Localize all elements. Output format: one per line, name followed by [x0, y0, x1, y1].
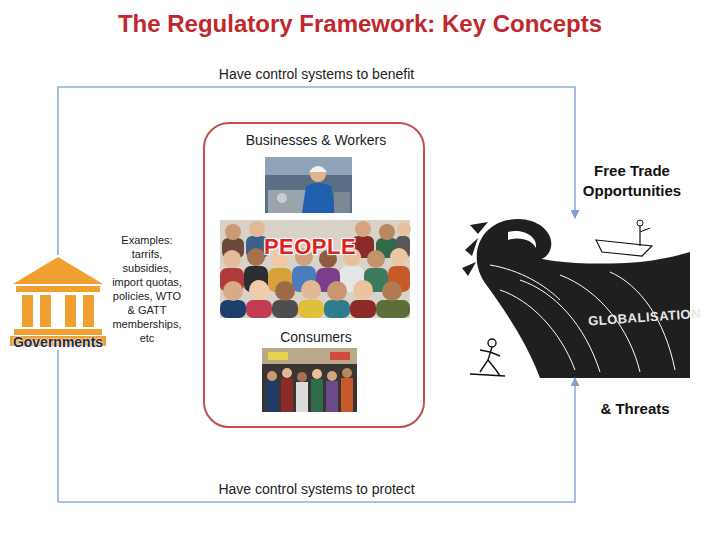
boat — [596, 220, 652, 256]
node-heading: & Threats — [580, 399, 690, 419]
photo-caption: PEOPLE — [245, 234, 375, 260]
wave-spray — [462, 222, 488, 276]
temple-pillar — [65, 295, 76, 327]
machine-part — [334, 192, 350, 213]
cartoon-word: GLOBALISATION — [588, 306, 693, 329]
diagram-title: The Regulatory Framework: Key Concepts — [0, 9, 720, 39]
consumers-photo — [262, 348, 357, 412]
control-connector — [58, 350, 575, 502]
worker-shirt — [302, 183, 336, 213]
wave-curl-highlight — [508, 231, 536, 248]
node-label: Governments — [2, 333, 114, 351]
machine-wheel — [277, 193, 287, 203]
temple-beam — [16, 286, 100, 292]
running-man — [470, 339, 505, 376]
worker-photo — [265, 157, 352, 213]
people-photo — [220, 220, 411, 318]
group-heading: Consumers — [205, 328, 427, 346]
node-heading: Free Trade Opportunities — [572, 161, 692, 201]
connector-label: Have control systems to protect — [157, 480, 477, 498]
shop-ceiling — [262, 348, 357, 364]
control-connector — [58, 87, 575, 255]
tidal-wave — [477, 219, 690, 378]
temple-pillar — [22, 295, 33, 327]
temple-pillar — [40, 295, 51, 327]
crowd-front-row — [220, 280, 410, 318]
shop-sign — [330, 352, 350, 360]
connector-label: Have control systems to benefit — [157, 65, 477, 83]
shop-sign — [268, 352, 288, 360]
worker-head — [310, 166, 326, 182]
people-group-box: Businesses & WorkersPEOPLE Consumers — [203, 122, 425, 428]
examples-note: Examples: tarrifs, subsidies, import quo… — [108, 233, 186, 345]
temple-roof — [13, 257, 103, 284]
group-heading: Businesses & Workers — [205, 131, 427, 149]
government-icon — [10, 257, 106, 346]
globalisation-cartoon — [462, 219, 690, 378]
worker-helmet — [309, 166, 327, 172]
temple-pillar — [83, 295, 94, 327]
photo-background — [220, 220, 410, 318]
photo-background — [262, 348, 357, 412]
photo-background — [265, 157, 352, 213]
globalisation-node: Free Trade OpportunitiesGLOBALISATION& T… — [462, 218, 690, 378]
photo-wall — [265, 157, 352, 175]
government-node: Governments — [8, 255, 108, 350]
shopper-crowd — [266, 368, 353, 412]
